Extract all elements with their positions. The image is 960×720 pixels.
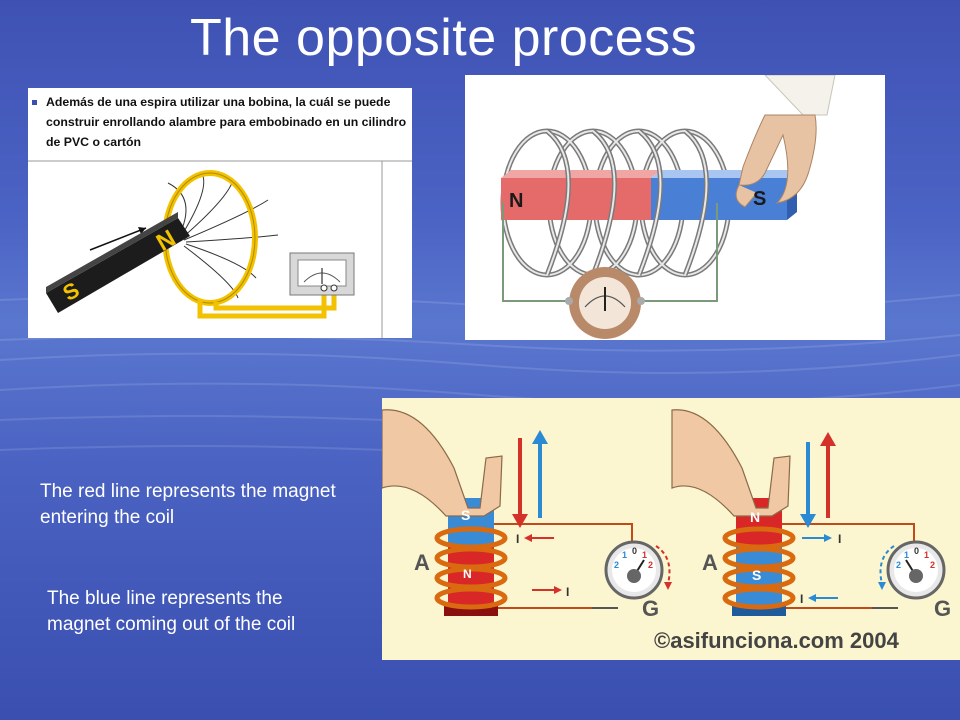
current-label-right-top: I	[838, 532, 841, 546]
current-direction-diagram	[382, 409, 946, 616]
current-label-left-bottom: I	[566, 585, 569, 599]
note-red-line: The red line represents the magnet enter…	[40, 481, 336, 528]
gauge-digit-left-3: 0	[632, 546, 637, 556]
hand-coil-diagram	[500, 75, 836, 339]
gauge-digit-right-5: 2	[930, 560, 935, 570]
figure-coil-magnet: Además de una espira utilizar una bobina…	[28, 88, 412, 338]
label-g-left: G	[642, 596, 659, 621]
label-a-right: A	[702, 550, 718, 575]
coil-diagram	[28, 160, 412, 338]
gauge-digit-left-2: 1	[622, 550, 627, 560]
figure-caption: Además de una espira utilizar una bobina…	[46, 95, 407, 149]
figure-current-direction: S N A G I I N S A G I I 2 1 0 1 2 2 1 0 …	[382, 398, 960, 660]
gauge-digit-left-4: 1	[642, 550, 647, 560]
gauge-digit-right-4: 1	[924, 550, 929, 560]
image-credit: ©asifunciona.com 2004	[654, 628, 899, 653]
pole-label-left-bottom: N	[463, 567, 472, 581]
pole-label-right-bottom: S	[752, 567, 761, 583]
bullet-marker	[32, 100, 37, 105]
gauge-digit-right-3: 0	[914, 546, 919, 556]
slide-title: The opposite process	[190, 9, 698, 67]
label-a-left: A	[414, 550, 430, 575]
gauge-digit-right-2: 1	[904, 550, 909, 560]
current-label-left-top: I	[516, 532, 519, 546]
current-label-right-bottom: I	[800, 592, 803, 606]
gauge-digit-right-1: 2	[896, 560, 901, 570]
gauge-digit-left-5: 2	[648, 560, 653, 570]
gauge-digit-left-1: 2	[614, 560, 619, 570]
magnet-label-s: S	[753, 188, 766, 210]
pole-label-right-top: N	[750, 509, 760, 525]
magnet-label-n: N	[152, 225, 181, 257]
magnet-label-s: S	[58, 277, 83, 306]
note-blue-line: The blue line represents the magnet comi…	[47, 588, 296, 635]
figure-hand-magnet-coil: N S	[465, 75, 885, 340]
pole-label-left-top: S	[461, 507, 470, 523]
label-g-right: G	[934, 596, 951, 621]
magnet-label-n: N	[509, 190, 523, 212]
